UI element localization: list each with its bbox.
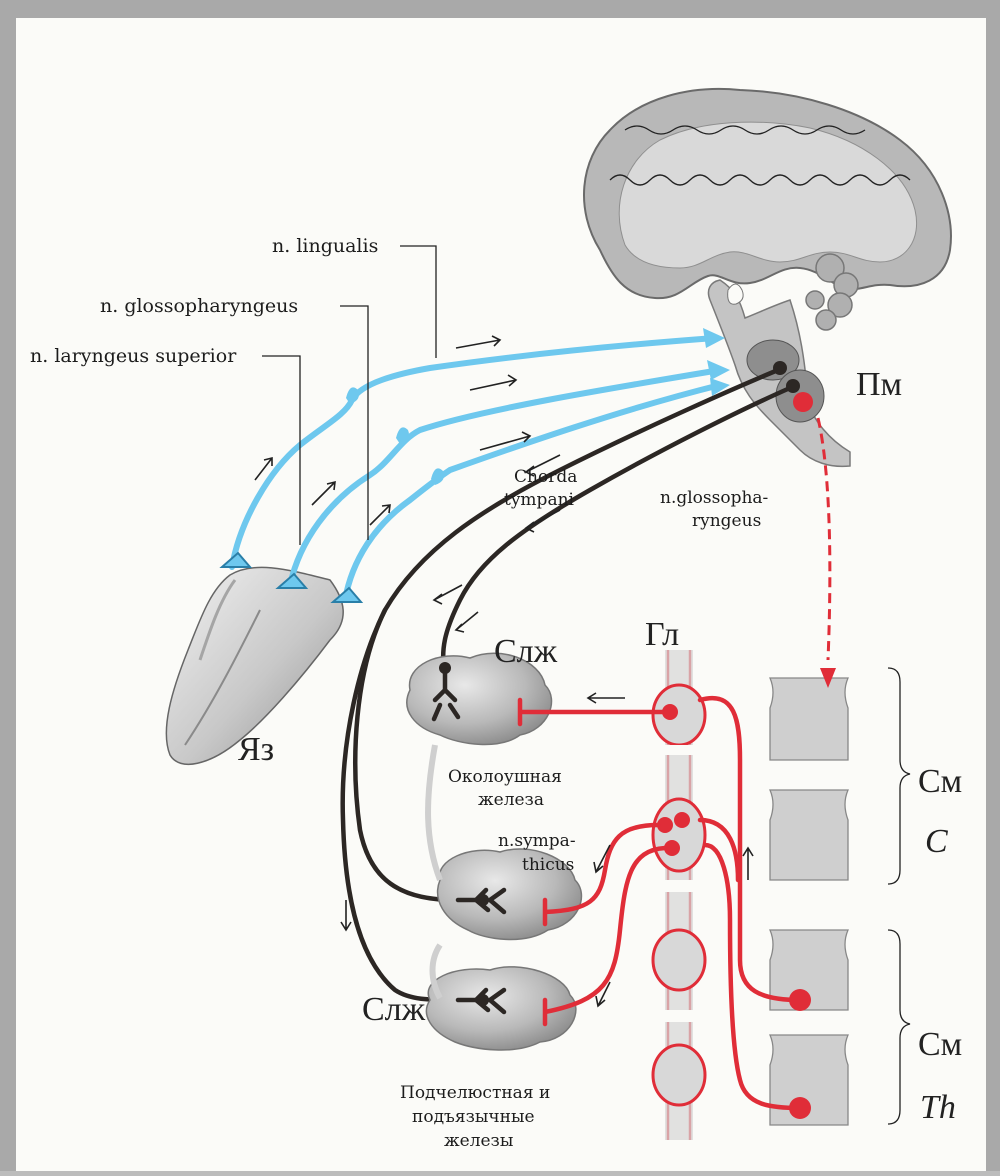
- label-sub-3: железы: [444, 1131, 513, 1151]
- label-glosso-2: ryngeus: [692, 511, 761, 531]
- label-symp-1: n.sympa-: [498, 831, 576, 851]
- label-yaz: Яз: [238, 731, 274, 768]
- preganglionic-th-1: [789, 989, 811, 1011]
- label-sub-1: Подчелюстная и: [400, 1083, 550, 1103]
- label-sm-c: См: [918, 763, 962, 800]
- label-pm: Пм: [856, 366, 902, 403]
- sympathetic-chain: [653, 650, 705, 1140]
- blue-arrowhead-2: [707, 360, 730, 380]
- label-glosso-1: n.glossopha-: [660, 488, 768, 508]
- leader-lingualis: [400, 246, 436, 358]
- diagram-sheet: Яз: [16, 18, 986, 1171]
- spinal-cord: См C См Th: [770, 668, 962, 1126]
- label-n-laryngeus-superior: n. laryngeus superior: [30, 345, 237, 367]
- segment-c-2: [770, 790, 848, 880]
- label-sub-2: подъязычные: [412, 1107, 535, 1127]
- label-th: Th: [920, 1089, 956, 1126]
- preganglionic-th-2: [789, 1097, 811, 1119]
- aqueduct: [728, 284, 743, 304]
- label-slzh-bottom: Слж: [362, 991, 426, 1028]
- duct-connector: [428, 745, 440, 998]
- label-parotid-2: железа: [478, 790, 544, 810]
- brace-th: [888, 930, 910, 1124]
- leader-glosso: [340, 306, 368, 540]
- parasymp-nucleus-1: [773, 361, 787, 375]
- salivary-taste-pathway-diagram: Яз: [16, 18, 986, 1171]
- label-n-glossopharyngeus: n. glossopharyngeus: [100, 295, 298, 317]
- label-c: C: [925, 823, 948, 860]
- afferent-nerves: [222, 328, 730, 602]
- ganglion-2: [653, 799, 705, 871]
- ganglion-3: [653, 930, 705, 990]
- label-n-lingualis: n. lingualis: [272, 235, 378, 257]
- label-slzh-top: Слж: [494, 633, 558, 670]
- ganglion-4: [653, 1045, 705, 1105]
- label-gl: Гл: [645, 616, 679, 653]
- label-chorda-2: tympani: [504, 490, 575, 510]
- segment-c-1: [770, 678, 848, 760]
- red-nucleus: [793, 392, 813, 412]
- receptor-1: [222, 553, 250, 567]
- label-sm-th: См: [918, 1026, 962, 1063]
- label-parotid-1: Околоушная: [448, 767, 562, 787]
- tongue: Яз: [166, 567, 343, 768]
- nerve-laryngeus: [232, 338, 715, 567]
- brace-c: [888, 668, 910, 884]
- glosso-efferent-path: [443, 388, 790, 675]
- parasymp-nucleus-2: [786, 379, 800, 393]
- label-symp-2: thicus: [522, 855, 574, 875]
- ganglion-1: [653, 685, 705, 745]
- label-chorda-1: Chorda: [514, 467, 577, 487]
